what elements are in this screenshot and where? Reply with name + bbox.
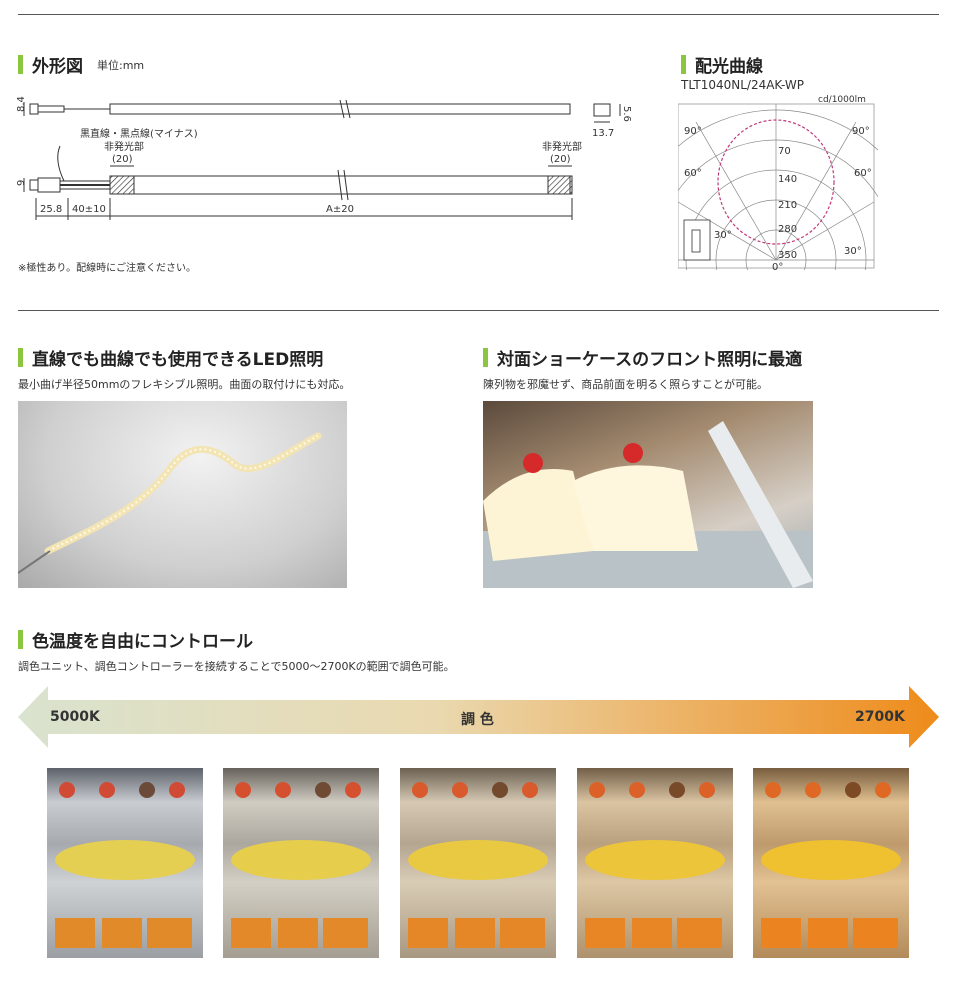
feature2-heading: 対面ショーケースのフロント照明に最適 [483,345,802,370]
label-adjust: 調 色 [461,712,494,728]
outline-title: 外形図 [32,57,83,77]
flexible-led-photo [18,401,347,588]
feature2-caption: 陳列物を邪魔せず、商品前面を明るく照らすことが可能。 [483,378,769,391]
middle-rule [18,310,939,311]
outline-unit: 単位:mm [97,58,145,72]
heading-bar [483,348,488,367]
feature3-caption: 調色ユニット、調色コントローラーを接続することで5000〜2700Kの範囲で調色… [18,660,455,673]
angle-60-right: 60° [854,168,872,179]
feature2-title: 対面ショーケースのフロント照明に最適 [497,350,803,370]
angle-0: 0° [772,262,783,270]
angle-90-left: 90° [684,126,702,137]
showcase-photo-4300k [223,768,379,958]
distribution-chart: cd/1000lm 90° 90° 60° 60° 30° 30° 0° 70 … [678,95,878,270]
angle-30-left: 30° [714,230,732,241]
dim-d2: 40±10 [72,204,106,215]
outline-heading: 外形図 単位:mm [18,52,144,77]
dim-d3: A±20 [326,204,354,215]
dim-h2: 5.6 [621,106,632,122]
showcase-photo-3600k [400,768,556,958]
ring-210: 210 [778,200,797,211]
heading-bar [681,55,686,74]
nonlit-label-right: 非発光部 [542,140,582,153]
heading-bar [18,630,23,649]
nonlit-label-left: 非発光部 [104,140,144,153]
dim-h3: 9 [16,180,27,186]
wire-note: 黒直線・黒点線(マイナス) [80,127,198,140]
dim-h1: 8.4 [16,96,27,112]
heading-bar [18,55,23,74]
cd-unit: cd/1000lm [818,95,866,105]
label-2700k: 2700K [855,709,905,725]
feature3-heading: 色温度を自由にコントロール [18,627,253,652]
showcase-photo-2700k [753,768,909,958]
label-5000k: 5000K [50,709,100,725]
ring-140: 140 [778,174,797,185]
distribution-model: TLT1040NL/24AK-WP [681,78,804,92]
top-rule [18,14,939,15]
showcase-photo-5000k [47,768,203,958]
nonlit-value-right: (20) [550,154,571,165]
outline-drawing: 8.4 5.6 13.7 9 25.8 40±10 A±20 黒直線・黒点線(マ… [16,96,632,220]
nonlit-value-left: (20) [112,154,133,165]
showcase-photo-3100k [577,768,733,958]
feature1-heading: 直線でも曲線でも使用できるLED照明 [18,345,323,370]
distribution-heading: 配光曲線 [681,52,763,77]
color-temperature-arrow [18,686,939,748]
ring-70: 70 [778,146,791,157]
feature1-caption: 最小曲げ半径50mmのフレキシブル照明。曲面の取付けにも対応。 [18,378,351,391]
dim-d1: 25.8 [40,204,62,215]
showcase-cake-photo [483,401,813,588]
heading-bar [18,348,23,367]
angle-90-right: 90° [852,126,870,137]
feature3-title: 色温度を自由にコントロール [32,632,253,652]
angle-30-right: 30° [844,246,862,257]
ring-280: 280 [778,224,797,235]
outline-note: ※極性あり。配線時にご注意ください。 [18,263,196,274]
distribution-title: 配光曲線 [695,57,763,77]
angle-60-left: 60° [684,168,702,179]
ring-350: 350 [778,250,797,261]
dim-w1: 13.7 [592,128,614,139]
feature1-title: 直線でも曲線でも使用できるLED照明 [32,350,324,370]
